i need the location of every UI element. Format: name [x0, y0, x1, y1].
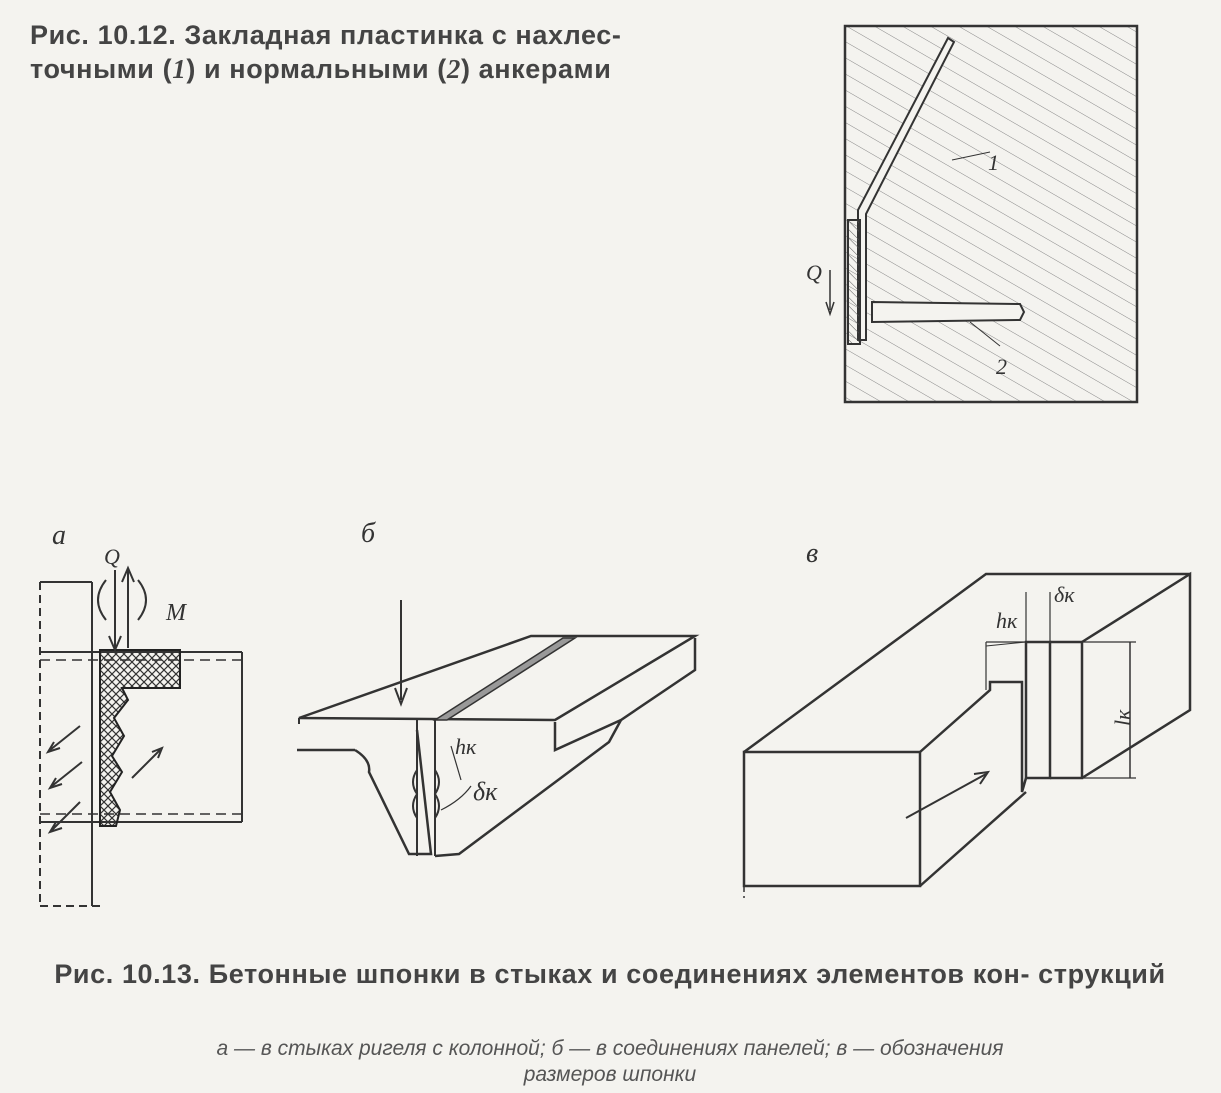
label-q: Q	[806, 260, 822, 285]
concrete-key	[99, 649, 181, 827]
label-q: Q	[104, 544, 120, 569]
caption-line-2: точными (1) и нормальными (2) анкерами	[30, 54, 612, 84]
embedded-plate-diagram: Q 1 2	[806, 24, 1139, 404]
figure-10-13-legend: а — в стыках ригеля с колонной; б — в со…	[20, 1036, 1200, 1093]
label-h: hк	[455, 734, 477, 759]
label-l: lк	[1110, 709, 1135, 726]
legend-line-2: размеров шпонки	[523, 1063, 697, 1086]
label-m: M	[165, 600, 188, 626]
panel-c-letter: в	[806, 538, 818, 569]
label-anchor-2: 2	[996, 354, 1007, 379]
panel-a-beam-column-joint: а Q M	[39, 520, 243, 907]
panel-c-key-dimensions: в hк δк lк	[742, 538, 1192, 898]
label-delta: δк	[1054, 582, 1075, 607]
caption-line-1: Рис. 10.12. Закладная пластинка с нахлес…	[30, 20, 622, 50]
legend-line-1: а — в стыках ригеля с колонной; б — в со…	[216, 1037, 1004, 1060]
embedded-plate	[847, 219, 861, 345]
panel-b-panel-connection: б hк δк	[297, 518, 700, 858]
label-anchor-1: 1	[988, 150, 999, 175]
concrete-block	[843, 24, 1139, 404]
figure-10-13-caption: Рис. 10.13. Бетонные шпонки в стыках и с…	[54, 959, 1166, 989]
figure-10-12-caption: Рис. 10.12. Закладная пластинка с нахлес…	[30, 18, 790, 86]
label-h: hк	[996, 608, 1018, 633]
panel-a-letter: а	[52, 520, 66, 551]
panel-b-letter: б	[361, 518, 376, 549]
lap-anchor-1	[857, 36, 956, 341]
label-delta: δк	[473, 777, 498, 806]
normal-anchor-2	[871, 300, 1026, 324]
